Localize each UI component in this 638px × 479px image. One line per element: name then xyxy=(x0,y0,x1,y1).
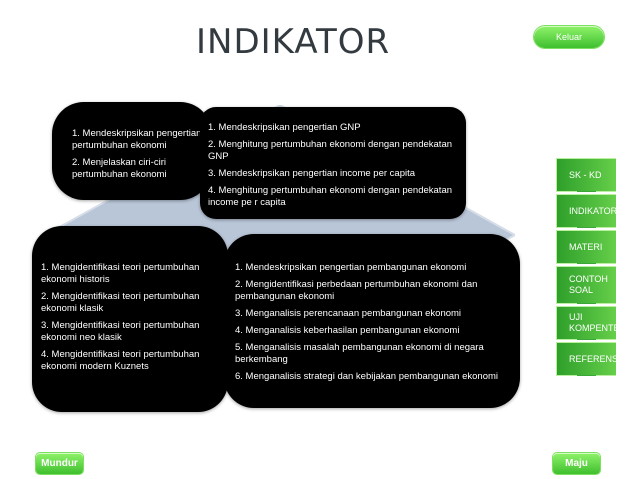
indicator-text: 3. Mengidentifikasi teori pertumbuhan ek… xyxy=(41,320,200,343)
indicator-text: 4. Menganalisis keberhasilan pembangunan… xyxy=(235,325,460,336)
menu-item-contoh-soal[interactable]: CONTOH SOAL xyxy=(556,266,616,304)
indicator-box-1: 1. Mendeskripsikan pengertian pertumbuha… xyxy=(52,102,212,200)
maju-button[interactable]: Maju xyxy=(553,453,600,474)
indicator-text: 6. Menganalisis strategi dan kebijakan p… xyxy=(235,371,499,382)
indicator-box-2: 1. Mendeskripsikan pengertian GNP 2. Men… xyxy=(200,107,466,219)
indicator-text: 5. Menganalisis masalah pembangunan ekon… xyxy=(235,342,484,365)
indicator-text: 1. Mengidentifikasi teori pertumbuhan ek… xyxy=(41,262,200,285)
menu-item-sk-kd[interactable]: SK - KD xyxy=(556,158,616,192)
indicator-box-4: 1. Mendeskripsikan pengertian pembanguna… xyxy=(224,234,520,408)
indicator-text: 2. Mengidentifikasi teori pertumbuhan ek… xyxy=(41,291,200,314)
indicator-text: 1. Mendeskripsikan pengertian pembanguna… xyxy=(235,262,467,273)
indicator-text: 4. Mengidentifikasi teori pertumbuhan ek… xyxy=(41,349,200,372)
indicator-text: 1. Mendeskripsikan pengertian pertumbuha… xyxy=(72,128,202,151)
menu-item-materi[interactable]: MATERI xyxy=(556,230,616,264)
indicator-text: 4. Menghitung pertumbuhan ekonomi dengan… xyxy=(208,185,453,208)
menu-item-indikator[interactable]: INDIKATOR xyxy=(556,194,616,228)
indicator-text: 1. Mendeskripsikan pengertian GNP xyxy=(208,122,361,133)
indicator-text: 2. Mengidentifikasi perbedaan pertumbuha… xyxy=(235,279,478,302)
keluar-button[interactable]: Keluar xyxy=(534,26,604,48)
menu-item-referensi[interactable]: REFERENSI xyxy=(556,342,616,376)
indicator-box-3: 1. Mengidentifikasi teori pertumbuhan ek… xyxy=(32,226,228,412)
indicator-text: 3. Mendeskripsikan pengertian income per… xyxy=(208,168,416,179)
mundur-button[interactable]: Mundur xyxy=(36,453,83,474)
page-title: INDIKATOR xyxy=(196,22,391,62)
indicator-text: 3. Menganalisis perencanaan pembangunan … xyxy=(235,308,462,319)
indicator-text: 2. Menjelaskan ciri-ciri pertumbuhan eko… xyxy=(72,157,167,180)
menu-item-uji-kompetensi[interactable]: UJI KOMPENTESI xyxy=(556,306,616,340)
indicator-text: 2. Menghitung pertumbuhan ekonomi dengan… xyxy=(208,139,453,162)
